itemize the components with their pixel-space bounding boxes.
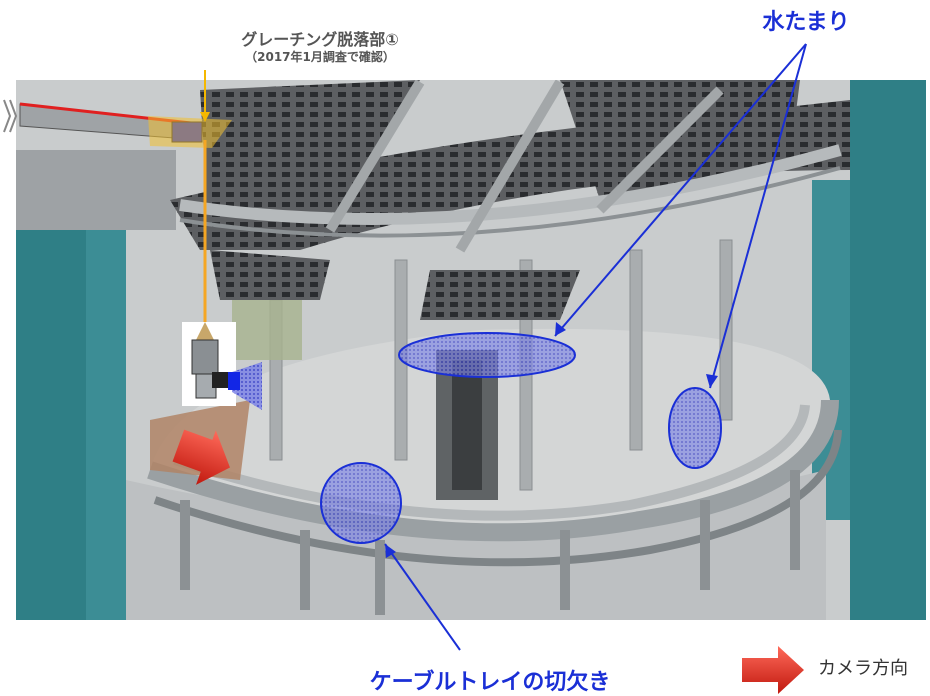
camera-direction-arrow [172, 429, 230, 485]
grating-opening-highlight [148, 116, 232, 148]
left-wall [16, 230, 86, 620]
water-puddle-center [398, 332, 576, 378]
upper-ring-beam [179, 144, 842, 225]
camera-device-icon [182, 322, 262, 410]
annotation-leaders [384, 43, 807, 651]
camera-direction-legend-label: カメラ方向 [818, 658, 908, 679]
right-wall [850, 80, 926, 620]
cable-tray-notch-highlight [320, 462, 402, 544]
ring-rail [147, 399, 839, 542]
platform-legs [180, 470, 800, 615]
scene [16, 80, 926, 620]
grating-drop-sublabel: （2017年1月調査で確認） [245, 50, 395, 64]
cable-tray-notch-label: ケーブルトレイの切欠き [369, 670, 611, 695]
diagonal-beams [325, 80, 724, 253]
water-puddle-right [668, 387, 722, 469]
cable-tray [173, 404, 810, 521]
water-puddle-label: 水たまり [762, 10, 850, 35]
left-structure [16, 150, 176, 230]
grating-drop-label: グレーチング脱落部① [241, 30, 399, 49]
right-arrow-icon [742, 646, 804, 694]
